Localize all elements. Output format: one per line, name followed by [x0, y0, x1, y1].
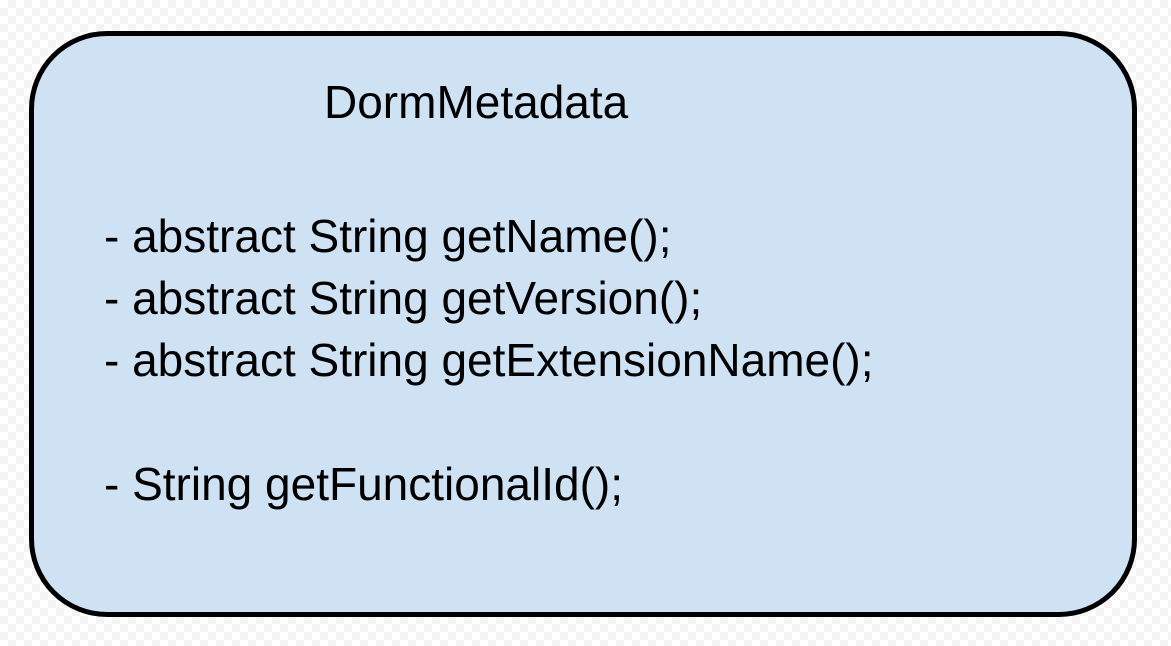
method-get-extension-name: - abstract String getExtensionName(); — [104, 334, 874, 386]
method-get-name: - abstract String getName(); — [104, 210, 672, 262]
class-box-dorm-metadata: DormMetadata - abstract String getName()… — [29, 31, 1137, 617]
method-get-version: - abstract String getVersion(); — [104, 272, 703, 324]
method-get-functional-id: - String getFunctionalId(); — [104, 458, 624, 510]
class-name: DormMetadata — [324, 76, 629, 128]
